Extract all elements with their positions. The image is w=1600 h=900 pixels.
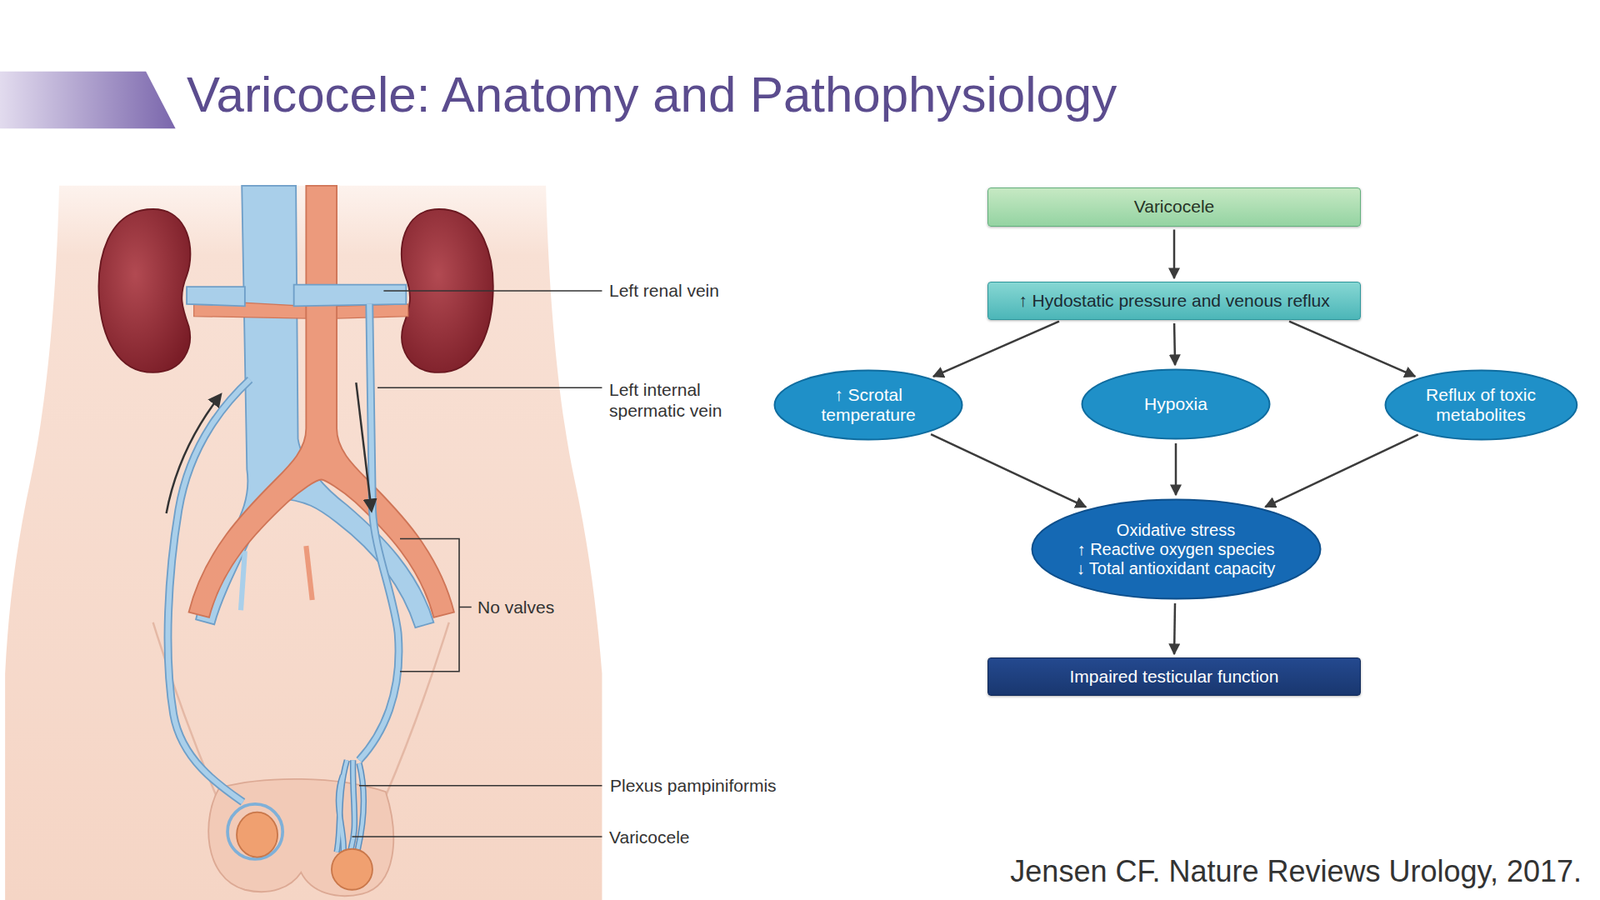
part-label: Varicocele bbox=[609, 826, 690, 848]
drawing-part bbox=[349, 760, 355, 855]
flow-arrow bbox=[1289, 321, 1415, 377]
leader-line bbox=[351, 290, 602, 837]
flow-arrow bbox=[1173, 230, 1176, 280]
drawing-part bbox=[359, 785, 602, 786]
drawing-part bbox=[351, 835, 602, 837]
part-label: Left renal vein bbox=[609, 280, 720, 301]
flow-arrow bbox=[1175, 443, 1178, 495]
flow-arrow bbox=[1173, 603, 1176, 655]
node-text: ↓ Total antioxidant capacity bbox=[1076, 559, 1276, 579]
pampiniform-plexus bbox=[336, 760, 364, 860]
effect-ellipse: Hypoxia bbox=[1080, 368, 1271, 440]
effect-ellipse: ↑ Scrotal temperature bbox=[773, 369, 964, 441]
drawing-part bbox=[357, 763, 365, 853]
node-text: Hypoxia bbox=[1144, 394, 1208, 415]
left-spermatic-vein bbox=[359, 304, 399, 760]
result-box: Impaired testicular function bbox=[987, 657, 1361, 696]
slide-title: Varicocele: Anatomy and Pathophysiology bbox=[186, 65, 1117, 125]
drawing-part bbox=[357, 763, 365, 853]
drawing-part bbox=[349, 760, 355, 855]
title-bar bbox=[0, 71, 176, 130]
right-testis bbox=[236, 812, 278, 858]
ellipse-shape bbox=[1031, 500, 1320, 600]
pampiniform-plexus bbox=[336, 760, 364, 860]
citation: Jensen CF. Nature Reviews Urology, 2017. bbox=[1010, 853, 1582, 890]
left-spermatic-vein bbox=[359, 304, 399, 760]
flow-arrow bbox=[1265, 435, 1418, 508]
ellipse-shape bbox=[1385, 370, 1577, 440]
flow-arrow bbox=[166, 395, 221, 514]
ellipse-shape bbox=[775, 370, 963, 440]
node-text: ↑ Hydostatic pressure and venous reflux bbox=[1018, 290, 1330, 311]
flow-arrow bbox=[1173, 323, 1176, 365]
left-testis bbox=[331, 849, 373, 890]
flow-arrow bbox=[930, 434, 1086, 507]
bracket bbox=[400, 539, 472, 672]
part-label: Plexus pampiniformis bbox=[610, 775, 777, 796]
flow-arrow bbox=[355, 382, 371, 510]
right-renal-vein bbox=[186, 286, 245, 306]
left-renal-vein bbox=[294, 285, 407, 307]
node-text: Varicocele bbox=[1134, 196, 1215, 217]
node-text: Oxidative stress bbox=[1116, 520, 1235, 540]
part-label: Left internal spermatic vein bbox=[609, 379, 768, 421]
flow-arrow bbox=[933, 321, 1060, 377]
outcome-ellipse: Oxidative stress↑ Reactive oxygen specie… bbox=[1030, 498, 1322, 600]
node-text: ↑ Reactive oxygen species bbox=[1077, 540, 1275, 560]
vein-loop bbox=[227, 804, 283, 860]
drawing-part bbox=[338, 775, 344, 860]
part-label: No valves bbox=[477, 596, 555, 618]
right-spermatic-vein bbox=[167, 380, 250, 803]
node-text: Impaired testicular function bbox=[1070, 666, 1280, 687]
drawing-part bbox=[377, 387, 602, 389]
node-text: Reflux of toxic metabolites bbox=[1414, 385, 1548, 425]
ellipse-shape bbox=[1082, 370, 1270, 440]
effect-ellipse: Reflux of toxic metabolites bbox=[1384, 369, 1579, 441]
torso-outline bbox=[5, 185, 602, 900]
start-box: Varicocele bbox=[987, 187, 1361, 227]
node-text: ↑ Scrotal temperature bbox=[805, 385, 931, 425]
right-kidney bbox=[98, 209, 190, 373]
artery-branch bbox=[305, 545, 312, 600]
vein-branch bbox=[240, 550, 245, 610]
drawing-part bbox=[383, 290, 602, 291]
process-box: ↑ Hydostatic pressure and venous reflux bbox=[987, 281, 1361, 320]
right-spermatic-vein bbox=[167, 380, 250, 803]
